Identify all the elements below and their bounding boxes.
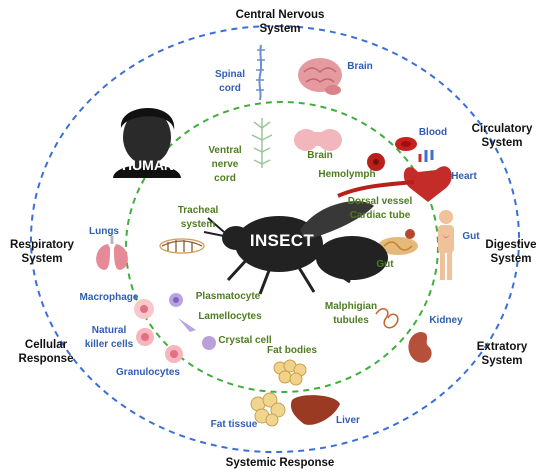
crystal-cell-label: Crystal cell [218, 335, 272, 346]
tracheal-system-icon [159, 238, 205, 254]
systemic-response-label: Systemic Response [225, 457, 335, 469]
brain-icon [298, 58, 342, 95]
lungs-icon [96, 236, 128, 270]
natural-killer-cell-icon [136, 328, 154, 346]
liver-icon [290, 395, 340, 425]
crystal-cell-icon [202, 336, 216, 350]
dorsal-vessel-label: Dorsal vessel Cardiac tube [347, 196, 413, 221]
malphigian-tubules-label: Malphigian tubules [324, 301, 378, 326]
blood-label: Blood [418, 127, 448, 138]
granulocyte-icon [165, 345, 183, 363]
human-silhouette-icon [113, 108, 181, 178]
tracheal-system-label: Tracheal system [177, 205, 219, 230]
extratory-system-label: Extratory System [476, 341, 528, 367]
central-nervous-system-label: Central Nervous System [235, 9, 325, 35]
respiratory-system-label: Respiratory System [10, 239, 74, 265]
spinal-cord-icon [256, 44, 265, 101]
macrophage-icon [134, 299, 154, 319]
malphigian-tubules-icon [375, 308, 399, 329]
hemolymph-label: Hemolymph [318, 169, 376, 180]
plasmatocyte-label: Plasmatocyte [195, 291, 261, 302]
human-brain-label: Brain [347, 61, 373, 72]
natural-killer-cells-label: Natural killer cells [84, 325, 134, 350]
insect-gut-icon [378, 229, 418, 255]
insect-title: INSECT [249, 231, 315, 250]
ventral-nerve-cord-icon [251, 118, 273, 168]
fat-tissue-icon [250, 392, 286, 427]
blood-cell-icon [395, 137, 417, 151]
cellular-response-label: Cellular Response [18, 339, 74, 365]
fat-bodies-label: Fat bodies [266, 345, 317, 356]
granulocytes-label: Granulocytes [116, 367, 180, 378]
insect-gut-label: Gut [376, 259, 394, 270]
outer-dashed-ring [30, 25, 520, 453]
human-title: HUMAN [121, 157, 175, 173]
insect-brain-label: Brain [307, 150, 333, 161]
plasmatocyte-icon [169, 293, 183, 307]
lamellocyte-icon [178, 318, 196, 332]
digestive-system-label: Digestive System [485, 239, 537, 265]
liver-label: Liver [336, 415, 360, 426]
heart-icon [403, 150, 452, 202]
dorsal-vessel-icon [337, 180, 415, 198]
fat-tissue-label: Fat tissue [210, 419, 258, 430]
lamellocytes-label: Lamellocytes [198, 311, 262, 322]
ventral-nerve-cord-label: Ventral nerve cord [208, 145, 242, 184]
circulatory-system-label: Circulatory System [471, 123, 533, 149]
fat-bodies-icon [273, 359, 307, 386]
kidney-icon [408, 332, 432, 363]
human-gut-label: Gut [462, 231, 480, 242]
human-body-icon [438, 210, 454, 280]
kidney-label: Kidney [429, 315, 463, 326]
insect-silhouette-icon [203, 201, 388, 295]
heart-label: Heart [451, 171, 477, 182]
macrophage-label: Macrophage [79, 292, 139, 303]
lungs-label: Lungs [89, 226, 119, 237]
insect-brain-icon [294, 129, 342, 151]
spinal-cord-label: Spinal cord [214, 69, 245, 94]
hemolymph-cell-icon [367, 153, 385, 171]
